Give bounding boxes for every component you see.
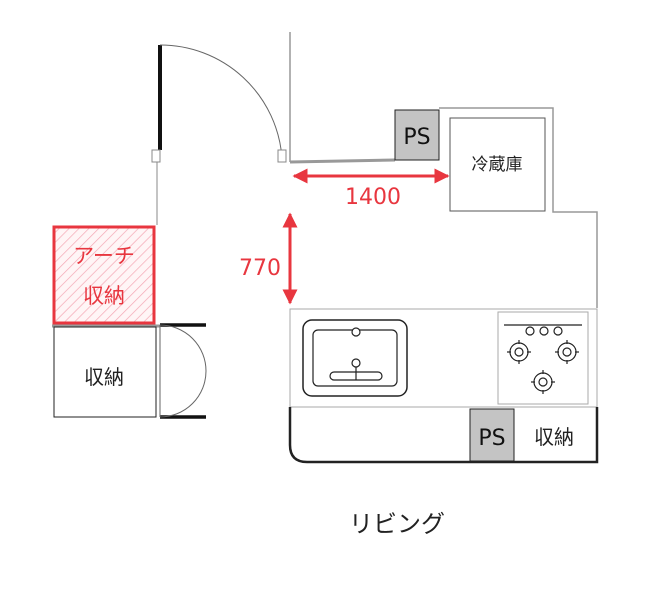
storage-doors [159, 323, 207, 419]
dimension-depth-label: 770 [239, 256, 281, 281]
arch-storage-label-2: 収納 [83, 284, 125, 308]
living-label: リビング [349, 510, 445, 538]
ps-bottom-label: PS [478, 426, 505, 451]
left-storage: 収納 [53, 326, 157, 418]
refrigerator: 冷蔵庫 [449, 117, 546, 212]
arch-storage-label-1: アーチ [73, 244, 135, 268]
refrigerator-label: 冷蔵庫 [472, 155, 523, 175]
dimension-width-label: 1400 [345, 185, 401, 210]
left-storage-label: 収納 [84, 365, 124, 389]
ps-bottom: PS [469, 408, 515, 462]
ps-top: PS [394, 109, 440, 161]
dimension-depth: 770 [239, 212, 298, 305]
stove [497, 311, 589, 405]
burner-right-icon [555, 340, 579, 364]
sink [302, 319, 408, 397]
bottom-storage-label: 収納 [534, 425, 574, 449]
kitchen-walls [289, 32, 598, 308]
dimension-width: 1400 [292, 168, 450, 210]
burner-bottom-icon [531, 370, 555, 394]
arch-storage: アーチ 収納 [52, 225, 156, 325]
ps-top-label: PS [403, 125, 430, 150]
burner-left-icon [507, 340, 531, 364]
left-walls [151, 44, 287, 225]
